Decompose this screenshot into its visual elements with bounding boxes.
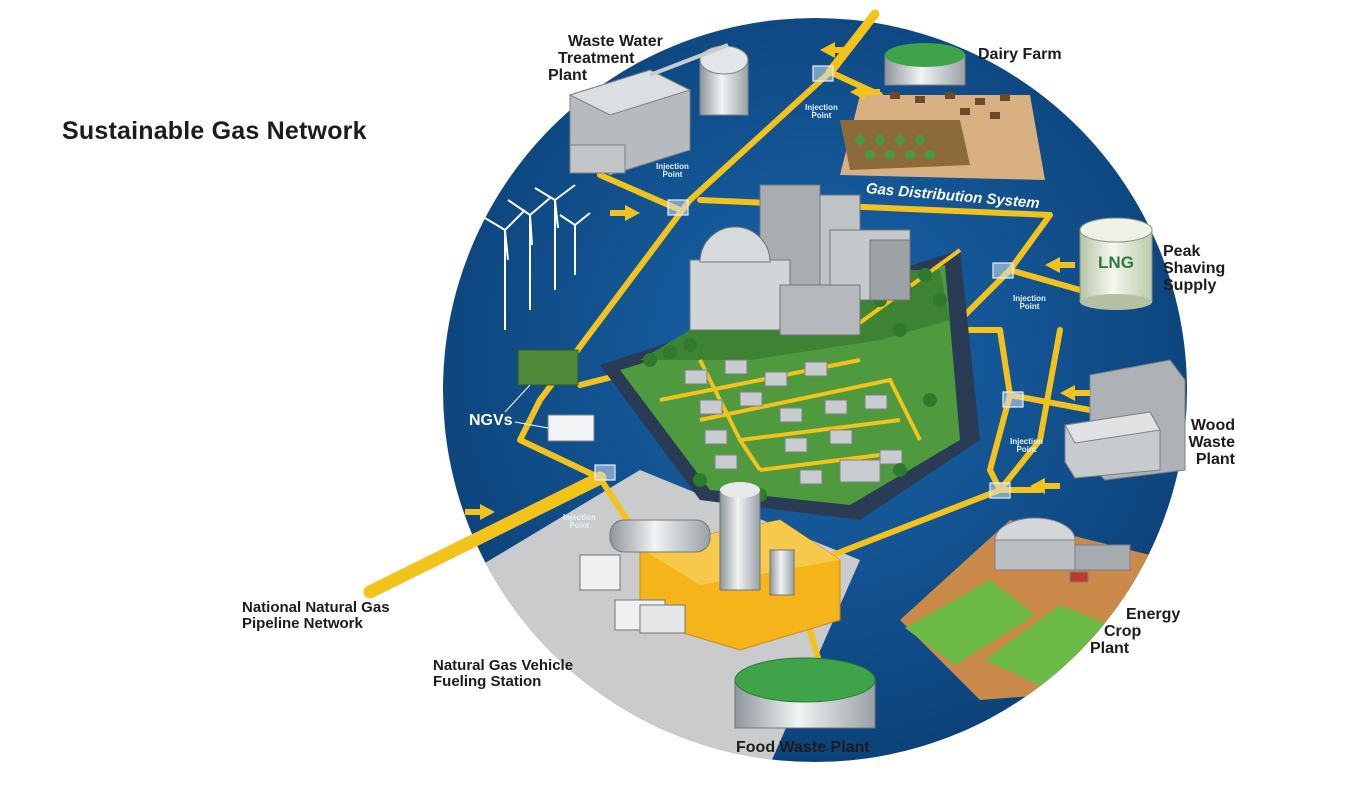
injection-point-line-2: Point xyxy=(662,170,683,179)
national-pipeline-line-2: Pipeline Network xyxy=(242,614,363,632)
fueling-station-line-1: Natural Gas Vehicle xyxy=(433,657,574,674)
injection-point-line-1: Injection xyxy=(563,513,596,522)
lng-tank-icon: LNG xyxy=(1079,217,1153,310)
waste-water-plant-icon xyxy=(568,43,749,176)
city-block xyxy=(600,184,980,520)
injection-point-label: Injection Point xyxy=(563,514,596,530)
waste-water-label: Waste Water Treatment Plant xyxy=(548,33,663,84)
fueling-station-label: Natural Gas Vehicle Fueling Station xyxy=(433,658,573,690)
wood-waste-line-1: Wood xyxy=(1190,417,1235,434)
wood-waste-plant-icon xyxy=(1064,359,1186,481)
energy-crop-line-2: Crop xyxy=(1104,622,1142,640)
injection-point-line-1: Injection xyxy=(805,103,838,112)
waste-water-line-3: Plant xyxy=(548,66,588,84)
peak-shaving-label: Peak Shaving Supply xyxy=(1163,243,1226,294)
national-pipeline-line-1: National Natural Gas xyxy=(242,599,390,616)
injection-point-label: Injection Point xyxy=(656,163,689,179)
injection-point-label: Injection Point xyxy=(1010,438,1043,454)
wind-turbines-icon xyxy=(479,184,591,330)
national-pipeline-label: National Natural Gas Pipeline Network xyxy=(242,600,390,632)
wood-waste-line-3: Plant xyxy=(1195,450,1235,468)
injection-point-line-2: Point xyxy=(569,521,590,530)
ngv-pointer-line xyxy=(504,384,531,413)
injection-point-line-2: Point xyxy=(811,111,832,120)
ngv-vehicles-icon xyxy=(517,349,595,442)
crop-field-right xyxy=(985,605,1120,690)
wood-waste-label: Wood Waste Plant xyxy=(1177,417,1235,468)
waste-water-line-2: Treatment xyxy=(558,49,635,67)
injection-point-line-2: Point xyxy=(1019,302,1040,311)
energy-crop-line-3: Plant xyxy=(1090,639,1130,657)
crop-field-left xyxy=(905,580,1035,665)
injection-point-label: Injection Point xyxy=(805,104,838,120)
lng-tank-label: LNG xyxy=(1098,253,1134,272)
injection-point-line-1: Injection xyxy=(656,162,689,171)
fueling-station-icon xyxy=(579,482,841,651)
energy-crop-plant-icon xyxy=(994,517,1131,583)
injection-point-line-2: Point xyxy=(1016,445,1037,454)
food-waste-digester-icon xyxy=(734,657,876,729)
peak-shaving-line-3: Supply xyxy=(1163,276,1217,294)
wood-waste-line-2: Waste xyxy=(1188,433,1235,451)
injection-point-label: Injection Point xyxy=(1013,295,1046,311)
ngvs-label: NGVs xyxy=(469,412,513,429)
flow-arrows xyxy=(465,42,1090,520)
injection-point-line-1: Injection xyxy=(1010,437,1043,446)
ngv-pointer-line-2 xyxy=(514,421,549,429)
peak-shaving-line-2: Shaving xyxy=(1163,259,1226,277)
energy-crop-label: Energy Crop Plant xyxy=(1090,606,1181,657)
injection-point-line-1: Injection xyxy=(1013,294,1046,303)
energy-crop-line-1: Energy xyxy=(1126,606,1181,623)
page-title: Sustainable Gas Network xyxy=(62,117,367,145)
fueling-station-line-2: Fueling Station xyxy=(433,672,542,690)
dairy-farm-icon xyxy=(840,43,1045,180)
peak-shaving-line-1: Peak xyxy=(1163,243,1201,260)
food-waste-label: Food Waste Plant xyxy=(736,739,870,756)
dairy-farm-label: Dairy Farm xyxy=(978,46,1062,63)
injection-point-boxes xyxy=(594,65,1024,499)
waste-water-line-1: Waste Water xyxy=(568,33,663,50)
